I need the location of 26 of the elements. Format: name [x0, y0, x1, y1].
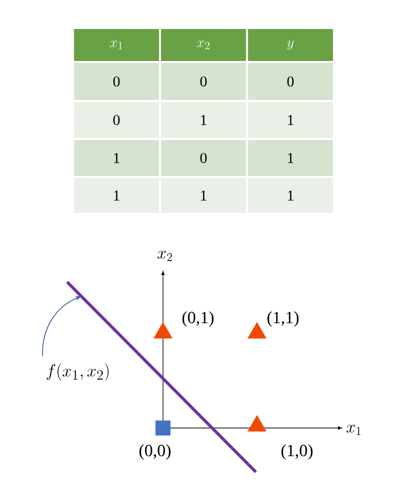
table-header-cell: $x_2$ — [161, 29, 246, 61]
table-cell: 1 — [74, 178, 159, 213]
table-cell: 1 — [161, 102, 246, 138]
table-cell: 0 — [161, 63, 246, 100]
table-cell: 1 — [248, 140, 333, 176]
function-label: $f(x_1,x_2)$ — [46, 363, 109, 381]
point-label: (1,0) — [281, 444, 313, 460]
triangle-marker — [153, 322, 173, 338]
table-cell: 1 — [248, 102, 333, 138]
table-cell: 0 — [161, 140, 246, 176]
point-label: (0,0) — [139, 444, 171, 460]
table-cell: 1 — [161, 178, 246, 213]
table-cell: 0 — [248, 63, 333, 100]
point-label: (0,1) — [182, 311, 214, 327]
table-cell: 0 — [74, 63, 159, 100]
triangle-marker — [247, 322, 267, 338]
table-cell: 1 — [248, 178, 333, 213]
table-header-cell: $x_1$ — [74, 29, 159, 61]
axis-label: $x_2$ — [158, 250, 172, 262]
square-marker — [156, 420, 170, 436]
axis-label: $x_1$ — [346, 424, 361, 436]
table-cell: 1 — [74, 140, 159, 176]
table-header-cell: $y$ — [248, 29, 333, 61]
point-label: (1,1) — [267, 311, 299, 327]
triangle-marker — [247, 415, 267, 432]
table-cell: 0 — [74, 102, 159, 138]
